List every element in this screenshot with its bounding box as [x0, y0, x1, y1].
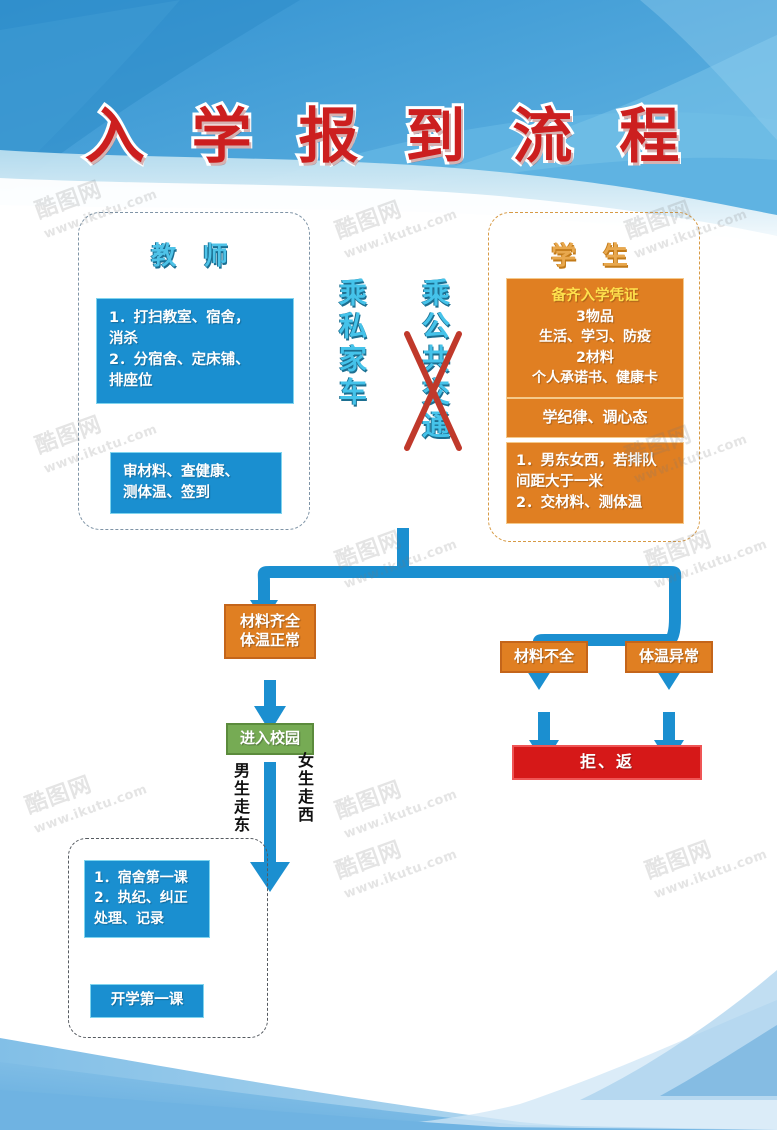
- teacher-task-line-4: 排座位: [109, 373, 153, 390]
- node-materials-ok-line-2: 体温正常: [239, 631, 300, 650]
- student-queue-line-3: 2．交材料、测体温: [516, 495, 643, 512]
- student-queue-line-1: 1．男东女西，若排队: [516, 453, 657, 469]
- transport-private-car-label: 乘私家车: [335, 278, 368, 410]
- first-lesson-panel: [68, 838, 268, 1038]
- teacher-panel: [78, 212, 310, 530]
- student-panel-heading: 学 生: [551, 241, 637, 270]
- student-credentials-line-2: 生活、学习、防疫: [539, 329, 651, 346]
- direction-label-boys: 男生走东: [231, 762, 250, 834]
- student-panel: [488, 212, 700, 542]
- arrow-head-enter-down: [250, 862, 290, 892]
- footer-banner: [0, 970, 777, 1130]
- red-cross-icon: [404, 331, 462, 451]
- node-reject-return: 拒、返: [512, 745, 702, 781]
- teacher-task-line-3: 2．分宿舍、定床铺、: [109, 352, 250, 369]
- teacher-checkin-line-2: 测体温、签到: [123, 485, 210, 502]
- teacher-task-line-2: 消杀: [109, 331, 138, 348]
- node-materials-ok-line-1: 材料齐全: [239, 612, 300, 630]
- teacher-panel-heading: 教 师: [151, 241, 237, 270]
- student-credentials-line-3: 2材料: [576, 349, 614, 366]
- student-credentials-box: 备齐入学凭证 3物品 生活、学习、防疫 2材料 个人承诺书、健康卡: [506, 278, 684, 399]
- student-credentials-line-4: 个人承诺书、健康卡: [532, 369, 658, 386]
- footer-wave-graphic: [0, 970, 777, 1130]
- node-missing-documents: 材料不全: [500, 641, 588, 674]
- node-abnormal-temperature: 体温异常: [625, 641, 713, 674]
- header-wave-graphic: [0, 0, 777, 245]
- student-credentials-highlight: 备齐入学凭证: [551, 288, 639, 304]
- header-banner: [0, 0, 777, 245]
- arrow-head-right: [655, 668, 683, 690]
- teacher-checkin-box: 审材料、查健康、 测体温、签到: [110, 452, 282, 515]
- teacher-checkin-line-1: 审材料、查健康、: [123, 464, 239, 480]
- arrow-head-ok-to-enter: [254, 706, 286, 732]
- student-discipline-box: 学纪律、调心态: [506, 398, 684, 438]
- student-queue-box: 1．男东女西，若排队 间距大于一米 2．交材料、测体温: [506, 442, 684, 525]
- school-first-lesson-box: 开学第一课: [90, 984, 204, 1019]
- dorm-first-lesson-box: 1．宿舍第一课 2．执纪、纠正 处理、记录: [84, 860, 210, 938]
- page-title: 入 学 报 到 流 程: [82, 99, 693, 175]
- dorm-lesson-line-3: 处理、记录: [94, 910, 164, 927]
- teacher-task-box: 1．打扫教室、宿舍， 消杀 2．分宿舍、定床铺、 排座位: [96, 298, 294, 405]
- student-credentials-line-1: 3物品: [576, 309, 614, 326]
- node-enter-campus: 进入校园: [226, 723, 314, 756]
- dorm-lesson-line-1: 1．宿舍第一课: [94, 870, 188, 886]
- node-materials-ok: 材料齐全 体温正常: [224, 604, 316, 660]
- teacher-task-line-1: 1．打扫教室、宿舍，: [109, 310, 250, 326]
- dorm-lesson-line-2: 2．执纪、纠正: [94, 890, 188, 907]
- student-queue-line-2: 间距大于一米: [516, 474, 603, 491]
- direction-label-girls: 女生走西: [295, 752, 314, 824]
- arrow-head-mid: [525, 668, 553, 690]
